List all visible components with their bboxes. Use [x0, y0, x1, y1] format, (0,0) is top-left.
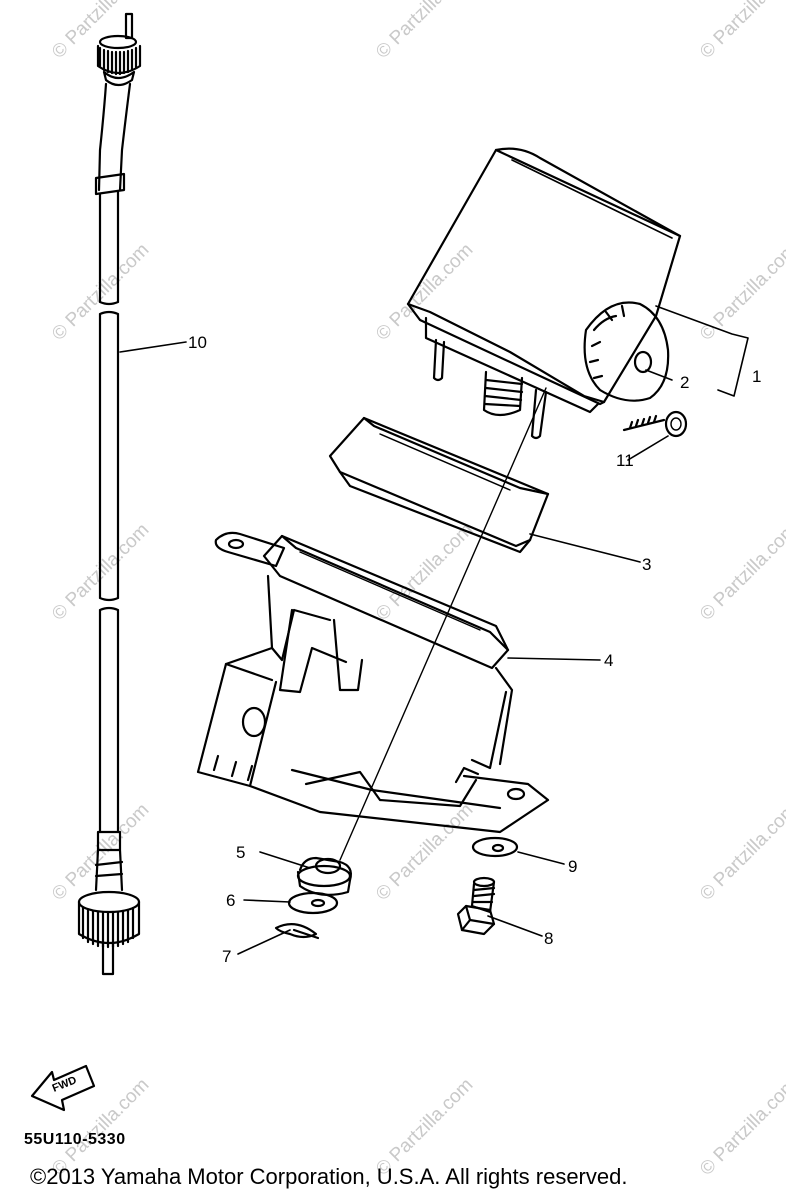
cable-clamp [94, 172, 126, 196]
cable-top-nut [96, 34, 142, 87]
speedometer-assembly [406, 147, 682, 440]
screw [622, 410, 688, 438]
terminal-stud [530, 388, 548, 440]
front-arrow-icon: FWD [30, 1064, 96, 1112]
callout-7: 7 [222, 947, 231, 966]
cable-bent-ferrule [97, 82, 132, 192]
trip-knob [583, 301, 670, 402]
callout-6: 6 [226, 891, 235, 910]
leader-lines [119, 305, 749, 955]
clip [274, 923, 320, 940]
meter-bracket [196, 531, 550, 834]
bolt [456, 876, 496, 936]
callout-numbers: 1 2 3 4 5 6 7 8 9 10 11 [188, 333, 761, 966]
callout-3: 3 [642, 555, 651, 574]
assembly-axis-line [339, 387, 547, 861]
cable-bottom-nut [77, 890, 141, 949]
meter-cover [328, 416, 550, 554]
diagram-part-code: 55U110-5330 [24, 1131, 126, 1148]
grommet [296, 856, 352, 897]
copyright-notice: ©2013 Yamaha Motor Corporation, U.S.A. A… [30, 1164, 628, 1189]
callout-9: 9 [568, 857, 577, 876]
cable-core-tip-bottom [101, 942, 115, 976]
callout-2: 2 [680, 373, 689, 392]
speedometer-cable [77, 12, 142, 976]
cable-core-tip-top [124, 12, 134, 40]
cable-upper-section [98, 190, 120, 306]
washer [287, 891, 339, 915]
speedometer-drive-thread [482, 370, 524, 417]
cable-lower-ferrule [94, 830, 124, 892]
lock-washer [471, 836, 519, 858]
callout-5: 5 [236, 843, 245, 862]
callout-1: 1 [752, 367, 761, 386]
cable-middle-section [98, 310, 120, 602]
callout-4: 4 [604, 651, 613, 670]
callout-10: 10 [188, 333, 207, 352]
cable-lower-section [98, 606, 120, 834]
front-arrow-label: FWD [51, 1074, 79, 1095]
terminal-stud [432, 338, 446, 382]
callout-11: 11 [616, 451, 634, 470]
callout-8: 8 [544, 929, 553, 948]
